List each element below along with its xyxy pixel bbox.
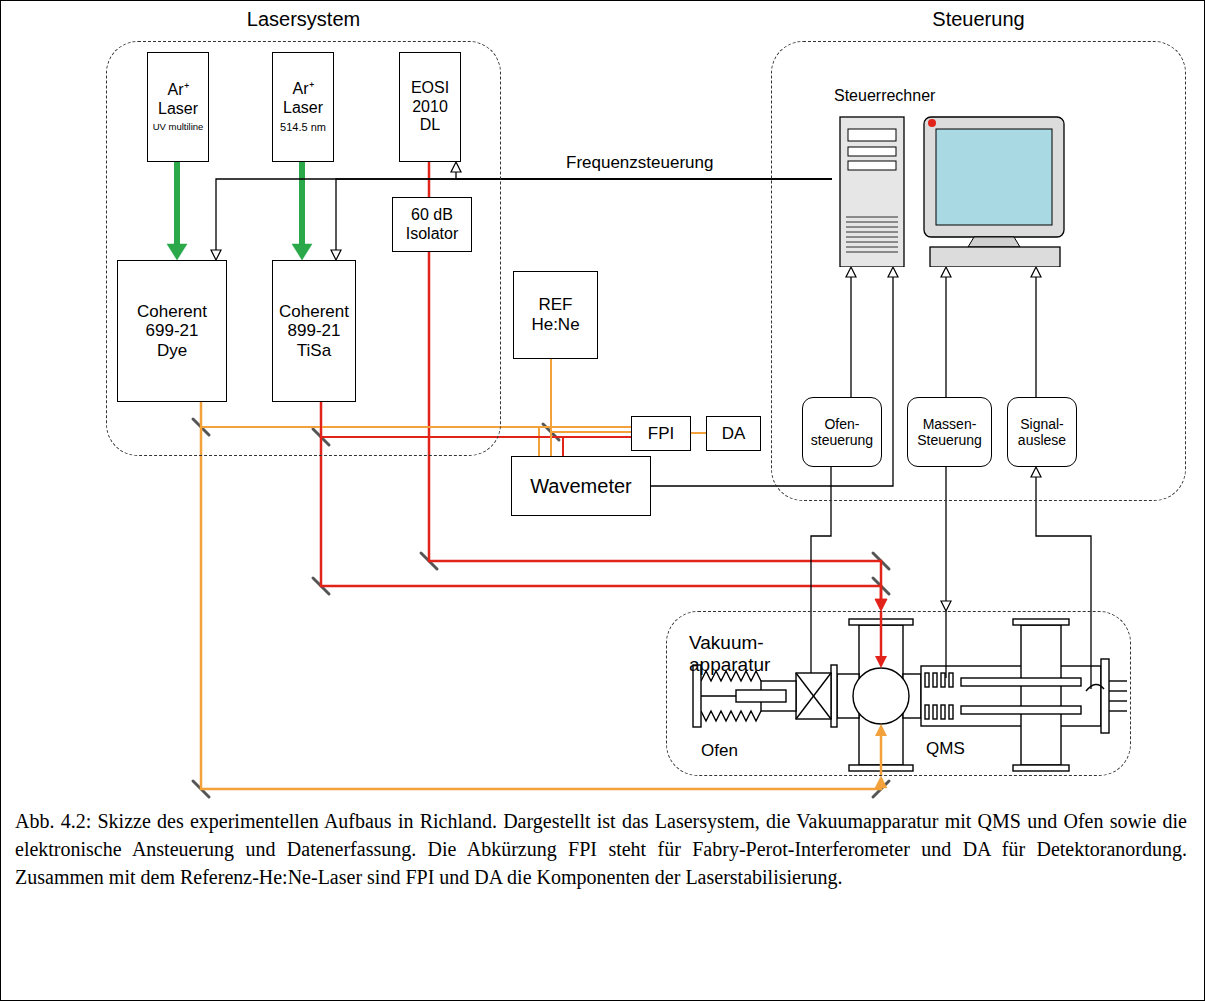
laser-beam xyxy=(429,252,887,611)
box-label: 514.5 nm xyxy=(274,121,332,134)
arrow-head xyxy=(1031,267,1041,277)
laser-beam xyxy=(551,359,631,432)
arrow-head xyxy=(875,776,887,788)
connector-path xyxy=(201,402,539,456)
isolator-box: 60 dB Isolator xyxy=(392,197,472,252)
signal-line xyxy=(331,179,832,260)
part-label: QMS xyxy=(926,739,965,759)
figure-caption: Abb. 4.2: Skizze des experimentellen Auf… xyxy=(15,807,1187,891)
box-label: Coherent 899-21 TiSa xyxy=(276,302,352,361)
signal-line xyxy=(811,467,831,611)
laser-box: Coherent 699-21 Dye xyxy=(117,260,227,402)
laser-beam xyxy=(201,402,887,789)
computer-icon: Steuerrechner xyxy=(832,87,1072,267)
connector-path xyxy=(201,402,631,427)
arrow-head xyxy=(875,599,887,611)
connector-path xyxy=(299,162,305,244)
system-group: LasersystemAr⁺ LaserUV multilineAr⁺ Lase… xyxy=(106,41,501,456)
box-label: FPI xyxy=(635,424,687,444)
box-label: REF He:Ne xyxy=(526,295,586,334)
arrow-head xyxy=(888,267,898,277)
arrow-head xyxy=(211,250,221,260)
interferometer-box: FPI xyxy=(631,416,691,451)
group-heading: Vakuum- apparatur xyxy=(689,632,789,676)
laser-beam xyxy=(201,402,539,456)
beam-stubs xyxy=(811,611,1091,776)
arrow-head xyxy=(941,267,951,277)
signal-line xyxy=(211,179,832,260)
laser-beam xyxy=(691,433,706,434)
connector-path xyxy=(811,467,831,611)
part-label: Ofen xyxy=(701,741,738,761)
control-box: Ofen- steuerung xyxy=(802,397,882,467)
box-label: Massen- Steuerung xyxy=(911,416,989,448)
laser-beam xyxy=(551,359,552,456)
signal-line xyxy=(651,267,898,486)
connector-path xyxy=(945,277,946,397)
box-label: UV multiline xyxy=(149,122,207,133)
signal-line xyxy=(941,467,951,611)
control-box: Massen- Steuerung xyxy=(907,397,992,467)
laser-box: Coherent 899-21 TiSa xyxy=(272,260,356,402)
arrow-head xyxy=(875,599,887,611)
mirrors xyxy=(193,419,889,797)
detector-box: DA xyxy=(706,416,761,451)
wavemeter-box: Wavemeter xyxy=(511,456,651,516)
connector-path xyxy=(550,359,552,456)
laser-beam xyxy=(292,162,312,260)
arrow-head xyxy=(167,244,187,260)
box-label: Ar⁺ Laser xyxy=(277,80,329,117)
signal-line xyxy=(941,267,951,397)
connector-path xyxy=(456,172,832,179)
box-label: EOSI 2010 DL xyxy=(405,79,455,134)
signal-line xyxy=(846,267,856,397)
arrow-head xyxy=(941,601,951,611)
laser-beam xyxy=(201,402,631,427)
box-label: Ofen- steuerung xyxy=(806,416,878,448)
connector-path xyxy=(651,277,893,486)
laser-beam xyxy=(321,402,563,456)
laser-box: Ar⁺ Laser 514.5 nm xyxy=(272,52,334,162)
arrow-head xyxy=(846,267,856,277)
computer-label: Steuerrechner xyxy=(834,87,935,105)
connector-path xyxy=(216,179,832,250)
laser-beam xyxy=(167,162,187,260)
connector-path xyxy=(201,402,881,789)
box-label: Coherent 699-21 Dye xyxy=(129,302,215,361)
laser-box: Ar⁺ Laser UV multiline xyxy=(147,52,209,162)
group-heading: Lasersystem xyxy=(107,8,500,31)
box-label: Wavemeter xyxy=(516,475,646,498)
connector-path xyxy=(174,162,180,244)
arrow-head xyxy=(331,250,341,260)
group-heading: Steuerung xyxy=(772,8,1185,31)
connector-path xyxy=(321,402,563,456)
laser-box: EOSI 2010 DL xyxy=(399,52,461,162)
reference-laser-box: REF He:Ne xyxy=(513,271,598,359)
box-label: DA xyxy=(711,424,757,444)
control-box: Signal- auslese xyxy=(1007,397,1077,467)
arrow-head xyxy=(292,244,312,260)
arrow-head xyxy=(451,162,461,172)
connector-path xyxy=(945,467,946,601)
box-label: 60 dB Isolator xyxy=(397,206,467,243)
box-label: Signal- auslese xyxy=(1011,416,1073,448)
computer-drawing xyxy=(832,87,1072,267)
connector-path xyxy=(551,359,631,432)
signal-line xyxy=(1031,467,1091,611)
connector-path xyxy=(1035,277,1036,397)
signal-line xyxy=(1031,267,1041,397)
connector-path xyxy=(429,252,881,599)
connector-path xyxy=(691,432,706,434)
connector-path xyxy=(1036,477,1091,611)
arrow-head xyxy=(1031,467,1041,477)
control-group: SteuerungSteuerrechnerOfen- steuerungMas… xyxy=(771,41,1186,501)
edge-label: Frequenzsteuerung xyxy=(566,153,713,173)
connector-path xyxy=(850,277,851,397)
box-label: Ar⁺ Laser xyxy=(152,81,204,118)
